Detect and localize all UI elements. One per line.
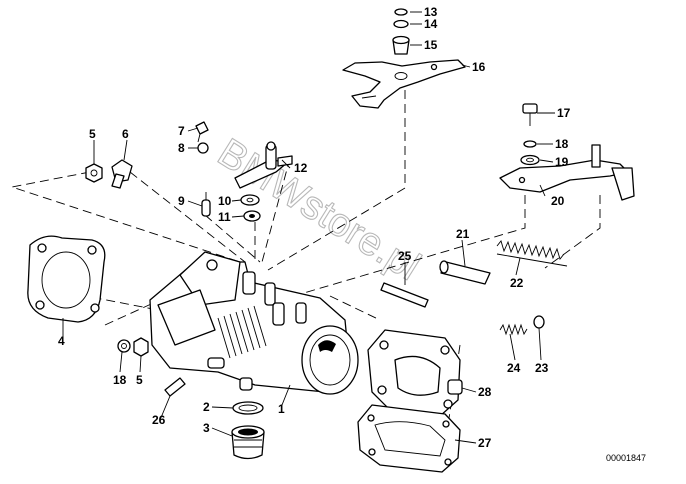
washer-14 bbox=[393, 19, 409, 29]
clip-23 bbox=[533, 315, 545, 329]
callout-10: 10 bbox=[218, 194, 232, 208]
callout-11: 11 bbox=[218, 210, 231, 224]
callout-15: 15 bbox=[424, 38, 438, 52]
sleeve-21 bbox=[439, 260, 491, 285]
callout-25: 25 bbox=[398, 249, 412, 263]
bracket-20 bbox=[499, 144, 635, 201]
nut-upper bbox=[85, 163, 103, 183]
callout-12: 12 bbox=[294, 161, 308, 175]
housing-ribs bbox=[217, 305, 267, 359]
gasket-27 bbox=[357, 404, 461, 473]
cover-28 bbox=[367, 329, 463, 417]
washer-lower bbox=[117, 339, 131, 353]
leader-lines bbox=[62, 11, 555, 444]
callout-6: 6 bbox=[122, 127, 129, 141]
callout-18-upper: 18 bbox=[555, 137, 569, 151]
spring-22 bbox=[496, 240, 568, 267]
bushing-15 bbox=[392, 35, 410, 55]
callout-26: 26 bbox=[152, 413, 166, 427]
callout-28: 28 bbox=[478, 385, 492, 399]
small-washer bbox=[197, 142, 209, 154]
callout-4: 4 bbox=[58, 334, 65, 348]
callout-24: 24 bbox=[507, 361, 521, 375]
bracket-16 bbox=[342, 59, 466, 109]
bolt-17 bbox=[522, 103, 538, 126]
lever-nut bbox=[243, 210, 261, 222]
rubber-cap bbox=[231, 425, 265, 460]
callout-7: 7 bbox=[178, 124, 185, 138]
callout-20: 20 bbox=[551, 194, 565, 208]
callout-17: 17 bbox=[557, 106, 571, 120]
clip-13 bbox=[394, 8, 408, 16]
callout-labels: 5 6 7 8 12 9 10 11 13 14 15 16 17 18 19 … bbox=[58, 5, 571, 450]
flange-gasket bbox=[27, 235, 106, 323]
callout-1: 1 bbox=[278, 402, 285, 416]
throttle-lever bbox=[234, 141, 293, 189]
small-screw bbox=[195, 121, 209, 143]
o-ring bbox=[232, 401, 264, 415]
callout-27: 27 bbox=[478, 436, 492, 450]
callout-8: 8 bbox=[178, 141, 185, 155]
nut-lower bbox=[133, 337, 149, 357]
pin bbox=[164, 377, 186, 397]
stud-screw bbox=[111, 159, 133, 189]
callout-16: 16 bbox=[472, 60, 486, 74]
callout-22: 22 bbox=[510, 276, 524, 290]
callout-9: 9 bbox=[178, 194, 185, 208]
nut-19 bbox=[520, 154, 540, 166]
washer-18-upper bbox=[523, 140, 537, 148]
lever-washer bbox=[240, 194, 260, 206]
callout-5-upper: 5 bbox=[89, 127, 96, 141]
rod-25 bbox=[380, 282, 429, 308]
callout-18-lower: 18 bbox=[113, 373, 127, 387]
throttle-housing bbox=[149, 251, 359, 395]
callout-3: 3 bbox=[203, 421, 210, 435]
callout-14: 14 bbox=[424, 17, 438, 31]
spring-24 bbox=[499, 323, 528, 336]
callout-23: 23 bbox=[535, 361, 549, 375]
callout-2: 2 bbox=[203, 400, 210, 414]
cable-pin bbox=[201, 192, 211, 217]
callout-13: 13 bbox=[424, 5, 438, 19]
callout-5-lower: 5 bbox=[136, 373, 143, 387]
reference-number: 00001847 bbox=[606, 453, 646, 463]
callout-19: 19 bbox=[555, 155, 569, 169]
callout-21: 21 bbox=[456, 227, 470, 241]
